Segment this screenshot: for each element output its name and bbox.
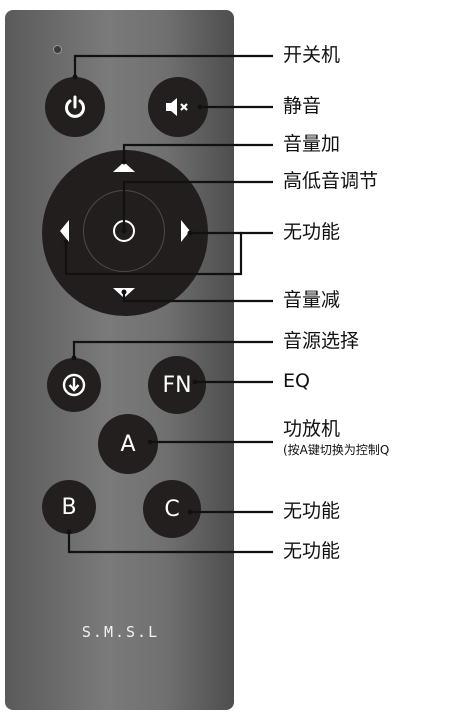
- label-tone-adjust: 高低音调节: [283, 170, 379, 192]
- label-no-function-3: 无功能: [283, 540, 341, 562]
- label-input-select: 音源选择: [283, 330, 360, 352]
- label-eq: EQ: [283, 370, 310, 392]
- label-amp-note: (按A键切换为控制Q: [283, 443, 390, 457]
- callout-line-input: [72, 340, 273, 358]
- c-button[interactable]: C: [143, 480, 201, 538]
- callout-line-power: [73, 54, 273, 77]
- input-select-icon: [62, 373, 86, 397]
- indicator-led: [53, 45, 62, 54]
- c-button-label: C: [164, 496, 180, 522]
- b-button[interactable]: B: [42, 480, 96, 534]
- fn-button[interactable]: FN: [148, 356, 206, 414]
- callout-line-tone: [122, 180, 273, 231]
- a-button-label: A: [120, 431, 136, 457]
- label-amp: 功放机: [283, 418, 341, 440]
- callout-line-b: [67, 532, 273, 554]
- right-arrow-icon[interactable]: [181, 220, 190, 242]
- a-button[interactable]: A: [98, 414, 158, 474]
- brand-logo: S.M.S.L: [81, 623, 160, 641]
- label-volume-down: 音量减: [283, 289, 341, 311]
- label-no-function-2: 无功能: [283, 500, 341, 522]
- fn-button-label: FN: [162, 372, 192, 398]
- mute-icon: [166, 98, 188, 116]
- callout-line-vol-up: [122, 143, 273, 162]
- volume-up-arrow-icon[interactable]: [113, 162, 135, 172]
- power-icon: [65, 95, 85, 118]
- callout-line-left-right: [64, 231, 273, 276]
- label-power: 开关机: [283, 44, 341, 66]
- b-button-label: B: [61, 494, 77, 520]
- left-arrow-icon[interactable]: [60, 220, 69, 242]
- label-mute: 静音: [283, 95, 322, 117]
- power-button[interactable]: [45, 77, 105, 137]
- input-select-button[interactable]: [47, 358, 101, 412]
- callout-line-vol-down: [122, 292, 273, 303]
- label-volume-up: 音量加: [283, 133, 341, 155]
- label-no-function-1: 无功能: [283, 221, 341, 243]
